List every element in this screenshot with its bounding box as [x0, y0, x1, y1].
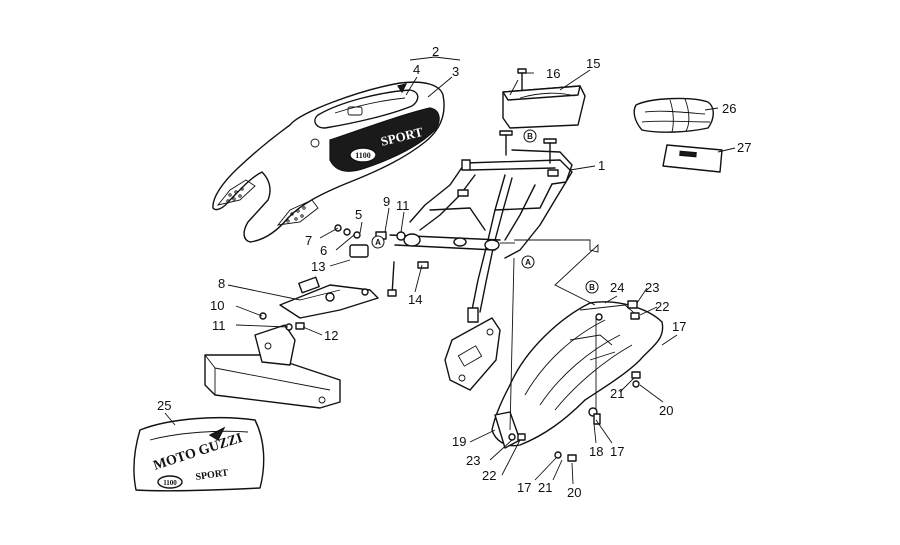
callout-5: 5	[355, 207, 362, 222]
hardware	[259, 224, 641, 462]
callout-4: 4	[413, 62, 420, 77]
package-cover: MOTO GUZZI 1100 SPORT	[133, 417, 265, 492]
callout-23a: 23	[645, 280, 659, 295]
callout-13: 13	[311, 259, 325, 274]
ref-b-top-label: B	[527, 132, 533, 141]
callout-17b: 17	[610, 444, 624, 459]
callouts: 2 4 3 16 15 26 27 1 5 9 11 7 6 13 8 14 1…	[157, 44, 751, 500]
assembly-lines	[500, 79, 599, 431]
callout-26: 26	[722, 101, 736, 116]
callout-6: 6	[320, 243, 327, 258]
callout-17a: 17	[672, 319, 686, 334]
callout-25: 25	[157, 398, 171, 413]
cover-model-logo: 1100	[163, 479, 177, 487]
leader-lines	[164, 56, 736, 485]
callout-16: 16	[546, 66, 560, 81]
callout-10: 10	[210, 298, 224, 313]
callout-20b: 20	[567, 485, 581, 500]
cover-sport-logo: SPORT	[195, 467, 230, 483]
callout-21a: 21	[610, 386, 624, 401]
callout-15: 15	[586, 56, 600, 71]
ref-a-left-label: A	[375, 238, 381, 247]
callout-20a: 20	[659, 403, 673, 418]
reference-markers: B A A B	[371, 129, 599, 294]
callout-12: 12	[324, 328, 338, 343]
bracket-plate	[444, 317, 501, 391]
callout-3: 3	[452, 64, 459, 79]
rear-frame	[389, 130, 573, 323]
callout-8: 8	[218, 276, 225, 291]
callout-19: 19	[452, 434, 466, 449]
callout-21b: 21	[538, 480, 552, 495]
ref-b-mudguard	[585, 280, 599, 294]
tail-model-logo: 1100	[355, 151, 371, 160]
callout-11a: 11	[396, 198, 410, 213]
callout-18: 18	[589, 444, 603, 459]
ref-b-top	[523, 129, 537, 143]
manual-booklet	[662, 144, 723, 173]
callout-22b: 22	[482, 468, 496, 483]
mounting-bracket	[279, 244, 429, 319]
seat-tray	[502, 85, 586, 129]
tail-fairing: 1100 SPORT	[212, 81, 445, 243]
callout-24: 24	[610, 280, 624, 295]
callout-9: 9	[383, 194, 390, 209]
callout-2: 2	[432, 44, 439, 59]
callout-17c: 17	[517, 480, 531, 495]
callout-7: 7	[305, 233, 312, 248]
callout-23b: 23	[466, 453, 480, 468]
callout-11b: 11	[212, 318, 226, 333]
screw-16	[517, 68, 527, 91]
callout-14: 14	[408, 292, 422, 307]
ref-b-mudguard-label: B	[589, 283, 595, 292]
callout-27: 27	[737, 140, 751, 155]
tool-bag	[633, 97, 714, 133]
callout-22a: 22	[655, 299, 669, 314]
ref-a-right-label: A	[525, 258, 531, 267]
ref-a-right	[521, 255, 535, 269]
plate-holder	[204, 324, 341, 409]
callout-1: 1	[598, 158, 605, 173]
ref-a-left	[371, 235, 385, 249]
